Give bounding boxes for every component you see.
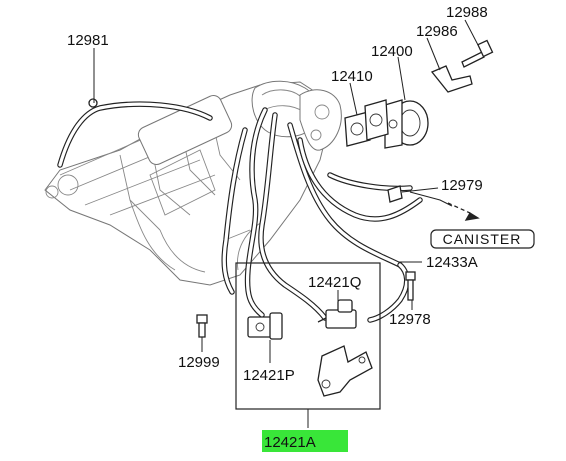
leader-lines	[93, 19, 479, 428]
kit-mounting-bracket	[317, 345, 373, 397]
canister-label: CANISTER	[443, 231, 522, 247]
label-12988: 12988	[446, 4, 488, 21]
part-12979-clamp	[387, 185, 480, 221]
label-12999: 12999	[178, 354, 220, 371]
highlight-12421A	[262, 430, 348, 452]
callout-labels: 12981 12988 12986 12400 12410 12979 1243…	[67, 4, 488, 451]
label-12978: 12978	[389, 311, 431, 328]
part-12999-bolt	[196, 314, 208, 338]
label-12400: 12400	[371, 43, 413, 60]
part-12988-bolt	[461, 39, 494, 68]
label-12433A: 12433A	[426, 254, 478, 271]
label-12981: 12981	[67, 32, 109, 49]
label-12421P: 12421P	[243, 367, 295, 384]
part-12981-hose	[57, 98, 213, 168]
label-12410: 12410	[331, 68, 373, 85]
part-12400-valve	[384, 99, 429, 149]
part-12410-gasket	[344, 99, 389, 147]
part-12421P-solenoid	[247, 312, 283, 340]
part-12986-bracket	[430, 65, 473, 93]
vacuum-hoses	[221, 107, 423, 323]
part-12421Q-solenoid	[317, 299, 357, 329]
part-12978-bolt	[405, 271, 416, 301]
label-12979: 12979	[441, 177, 483, 194]
label-12986: 12986	[416, 23, 458, 40]
label-12421Q: 12421Q	[308, 274, 361, 291]
canister-label-box: CANISTER	[430, 229, 535, 249]
label-12421A: 12421A	[264, 434, 316, 451]
